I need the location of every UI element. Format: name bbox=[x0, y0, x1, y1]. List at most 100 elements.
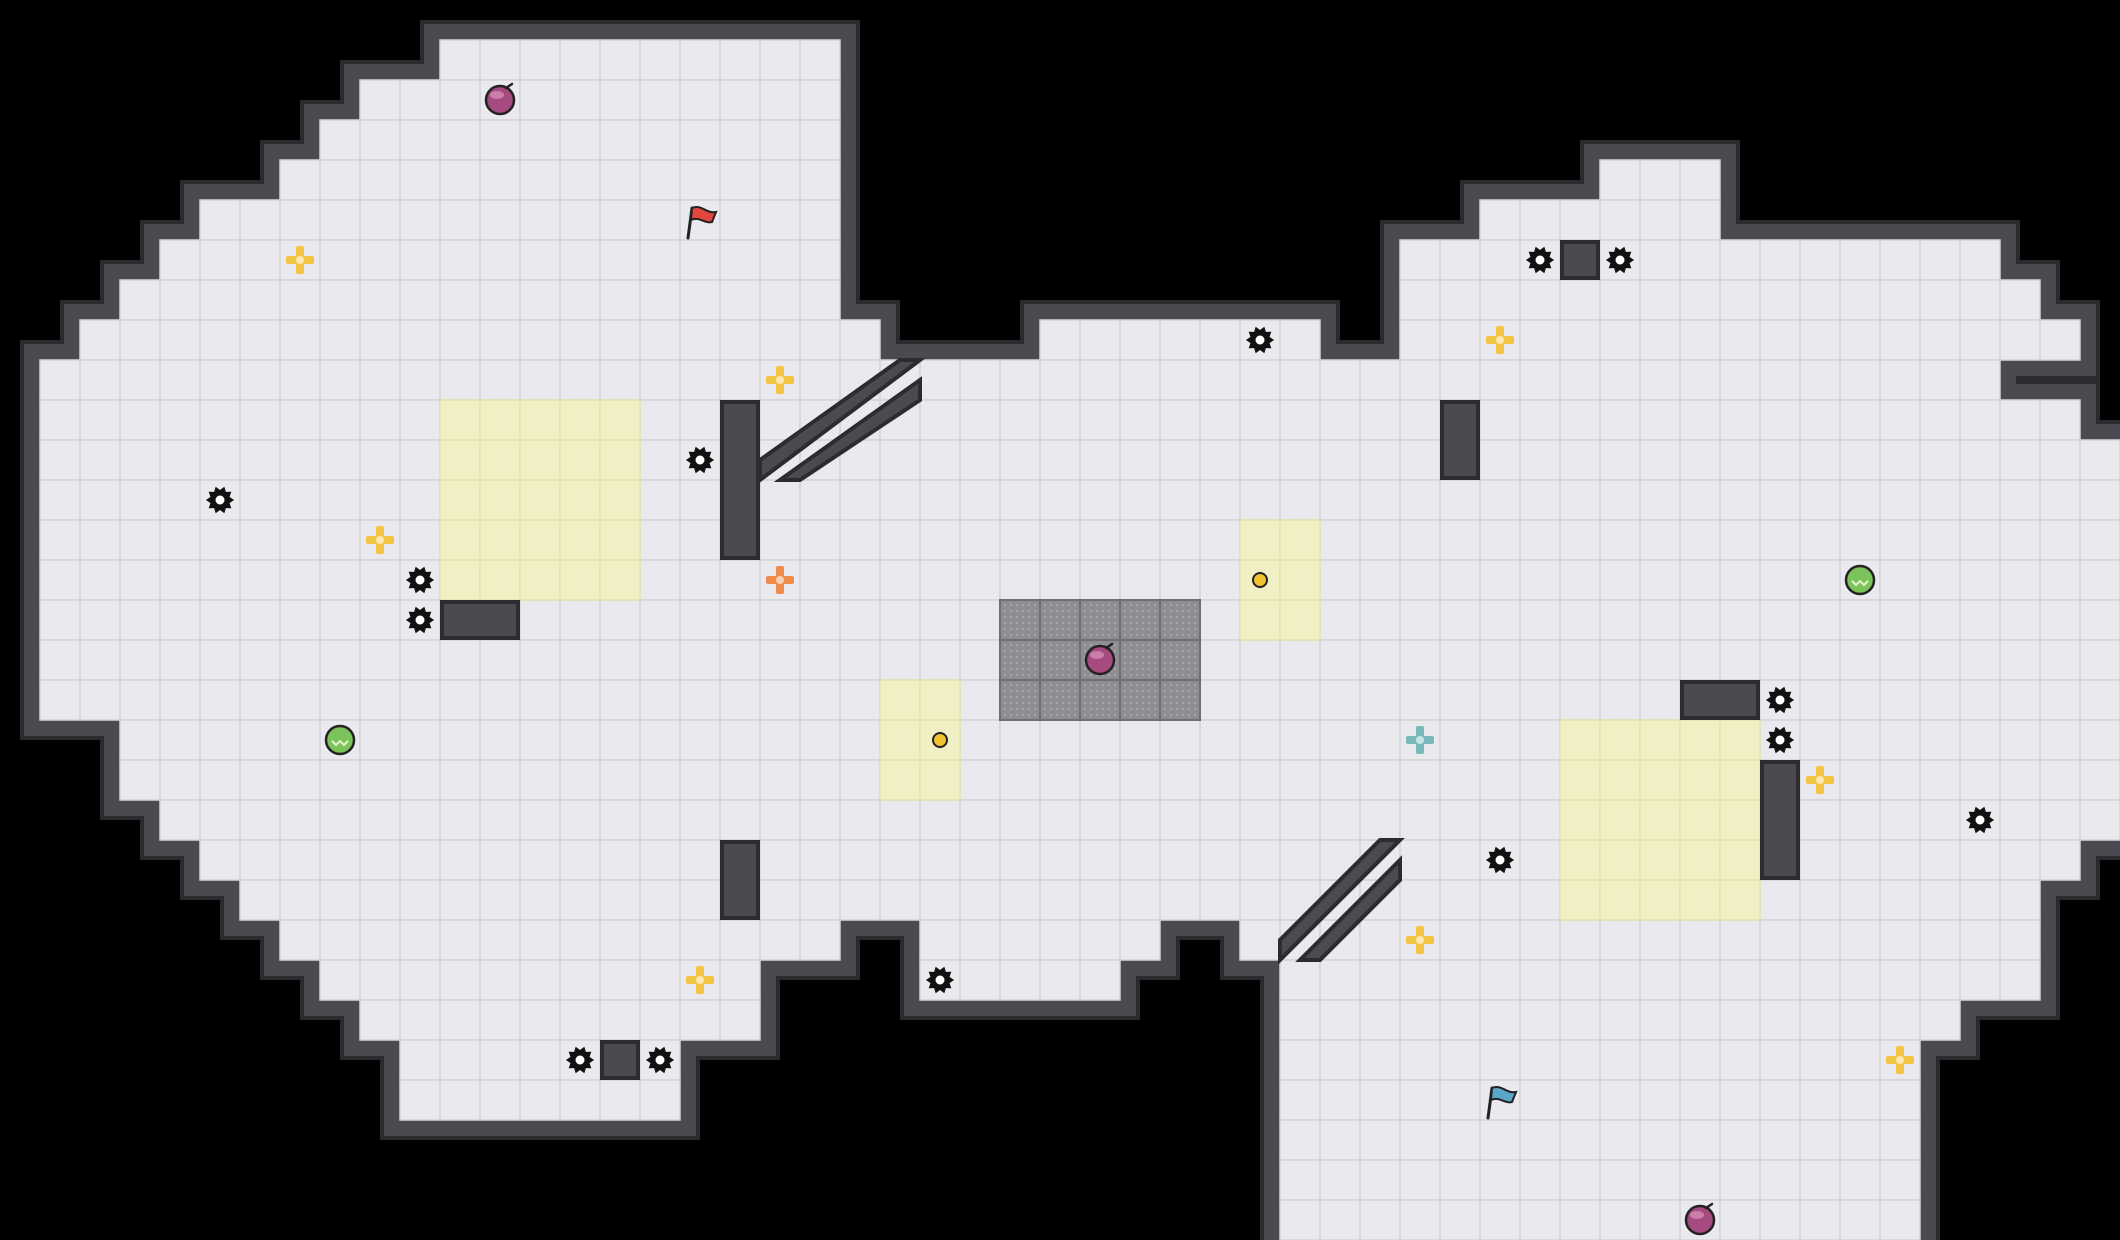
green-orb-icon[interactable] bbox=[1844, 564, 1876, 596]
yellow-cross-powerup-icon[interactable] bbox=[1886, 1046, 1914, 1074]
mesh-tile bbox=[1159, 599, 1201, 641]
spike-core bbox=[1535, 255, 1545, 265]
orange-cross-powerup-icon[interactable] bbox=[766, 566, 794, 594]
mesh-dot bbox=[1043, 643, 1047, 647]
spike-mine-icon[interactable] bbox=[1766, 686, 1794, 714]
mesh-dot bbox=[1073, 667, 1077, 671]
floor-tile bbox=[1319, 1199, 1361, 1240]
mesh-dot bbox=[1015, 661, 1019, 665]
floor-tile bbox=[1399, 239, 1441, 281]
mesh-dot bbox=[1095, 683, 1099, 687]
floor-tile bbox=[319, 919, 361, 961]
spike-mine-icon[interactable] bbox=[1246, 326, 1274, 354]
spike-mine-icon[interactable] bbox=[926, 966, 954, 994]
mesh-dot bbox=[1067, 713, 1071, 717]
floor-tile bbox=[1999, 639, 2041, 681]
floor-tile bbox=[719, 319, 761, 361]
yellow-zone-tile bbox=[1559, 879, 1601, 921]
mesh-dot bbox=[1141, 701, 1145, 705]
floor-tile bbox=[679, 519, 721, 561]
floor-tile bbox=[519, 639, 561, 681]
floor-tile bbox=[519, 799, 561, 841]
yellow-zone-tile bbox=[519, 399, 561, 441]
floor-tile bbox=[1639, 919, 1681, 961]
yellow-cross-powerup-icon[interactable] bbox=[1406, 926, 1434, 954]
gem-bomb-icon[interactable] bbox=[1084, 642, 1116, 676]
floor-tile bbox=[1879, 919, 1921, 961]
yellow-cross-powerup-icon[interactable] bbox=[766, 366, 794, 394]
mesh-dot bbox=[1009, 609, 1013, 613]
mesh-dot bbox=[1153, 615, 1157, 619]
yellow-zone-tile bbox=[1679, 839, 1721, 881]
floor-tile bbox=[319, 319, 361, 361]
teal-cross-powerup-icon[interactable] bbox=[1406, 726, 1434, 754]
spike-mine-icon[interactable] bbox=[406, 606, 434, 634]
yellow-zone-tile bbox=[1599, 759, 1641, 801]
floor-tile bbox=[559, 319, 601, 361]
floor-tile bbox=[719, 799, 761, 841]
yellow-cross-powerup-icon[interactable] bbox=[1806, 766, 1834, 794]
spike-mine-icon[interactable] bbox=[1766, 726, 1794, 754]
yellow-cross-powerup-icon[interactable] bbox=[366, 526, 394, 554]
spike-mine-icon[interactable] bbox=[1486, 846, 1514, 874]
spike-mine-icon[interactable] bbox=[686, 446, 714, 474]
floor-tile bbox=[1959, 439, 2001, 481]
coin-icon[interactable] bbox=[932, 732, 948, 748]
floor-tile bbox=[639, 599, 681, 641]
mesh-dot bbox=[1175, 655, 1179, 659]
floor-tile bbox=[239, 839, 281, 881]
floor-tile bbox=[719, 239, 761, 281]
floor-tile bbox=[1079, 479, 1121, 521]
floor-tile bbox=[1999, 519, 2041, 561]
floor-tile bbox=[719, 39, 761, 81]
floor-tile bbox=[319, 799, 361, 841]
floor-tile bbox=[319, 439, 361, 481]
spike-mine-icon[interactable] bbox=[206, 486, 234, 514]
red-flag-icon[interactable] bbox=[686, 206, 718, 240]
mesh-dot bbox=[1147, 713, 1151, 717]
gem-bomb-icon[interactable] bbox=[484, 82, 516, 116]
floor-tile bbox=[1839, 1039, 1881, 1081]
spike-mine-icon[interactable] bbox=[406, 566, 434, 594]
spike-mine-icon[interactable] bbox=[1606, 246, 1634, 274]
spike-mine-icon[interactable] bbox=[646, 1046, 674, 1074]
yellow-zone-tile bbox=[1679, 719, 1721, 761]
mesh-dot bbox=[1187, 621, 1191, 625]
floor-tile bbox=[1839, 679, 1881, 721]
floor-tile bbox=[1119, 719, 1161, 761]
floor-tile bbox=[1679, 1039, 1721, 1081]
floor-tile bbox=[719, 199, 761, 241]
floor-tile bbox=[639, 279, 681, 321]
yellow-cross-powerup-icon[interactable] bbox=[286, 246, 314, 274]
floor-tile bbox=[599, 159, 641, 201]
mesh-dot bbox=[1181, 627, 1185, 631]
mesh-dot bbox=[1175, 649, 1179, 653]
gem-fuse bbox=[504, 82, 514, 90]
floor-tile bbox=[1759, 879, 1801, 921]
floor-tile bbox=[559, 639, 601, 681]
spike-mine-icon[interactable] bbox=[1526, 246, 1554, 274]
green-orb-icon[interactable] bbox=[324, 724, 356, 756]
yellow-cross-powerup-icon[interactable] bbox=[686, 966, 714, 994]
floor-tile bbox=[679, 79, 721, 121]
cross-center bbox=[1816, 776, 1824, 784]
floor-tile bbox=[1639, 999, 1681, 1041]
floor-tile bbox=[759, 239, 801, 281]
cross-center bbox=[776, 376, 784, 384]
blue-flag-icon[interactable] bbox=[1486, 1086, 1518, 1120]
floor-tile bbox=[1839, 519, 1881, 561]
floor-tile bbox=[1359, 439, 1401, 481]
mesh-dot bbox=[1027, 643, 1031, 647]
floor-tile bbox=[1919, 719, 1961, 761]
gem-bomb-icon[interactable] bbox=[1684, 1202, 1716, 1236]
spike-mine-icon[interactable] bbox=[566, 1046, 594, 1074]
floor-tile bbox=[239, 519, 281, 561]
mesh-dot bbox=[1153, 695, 1157, 699]
yellow-cross-powerup-icon[interactable] bbox=[1486, 326, 1514, 354]
spike-mine-icon[interactable] bbox=[1966, 806, 1994, 834]
mesh-dot bbox=[1033, 689, 1037, 693]
floor-tile bbox=[1399, 1079, 1441, 1121]
mesh-dot bbox=[1083, 713, 1087, 717]
coin-icon[interactable] bbox=[1252, 572, 1268, 588]
floor-tile bbox=[79, 319, 121, 361]
